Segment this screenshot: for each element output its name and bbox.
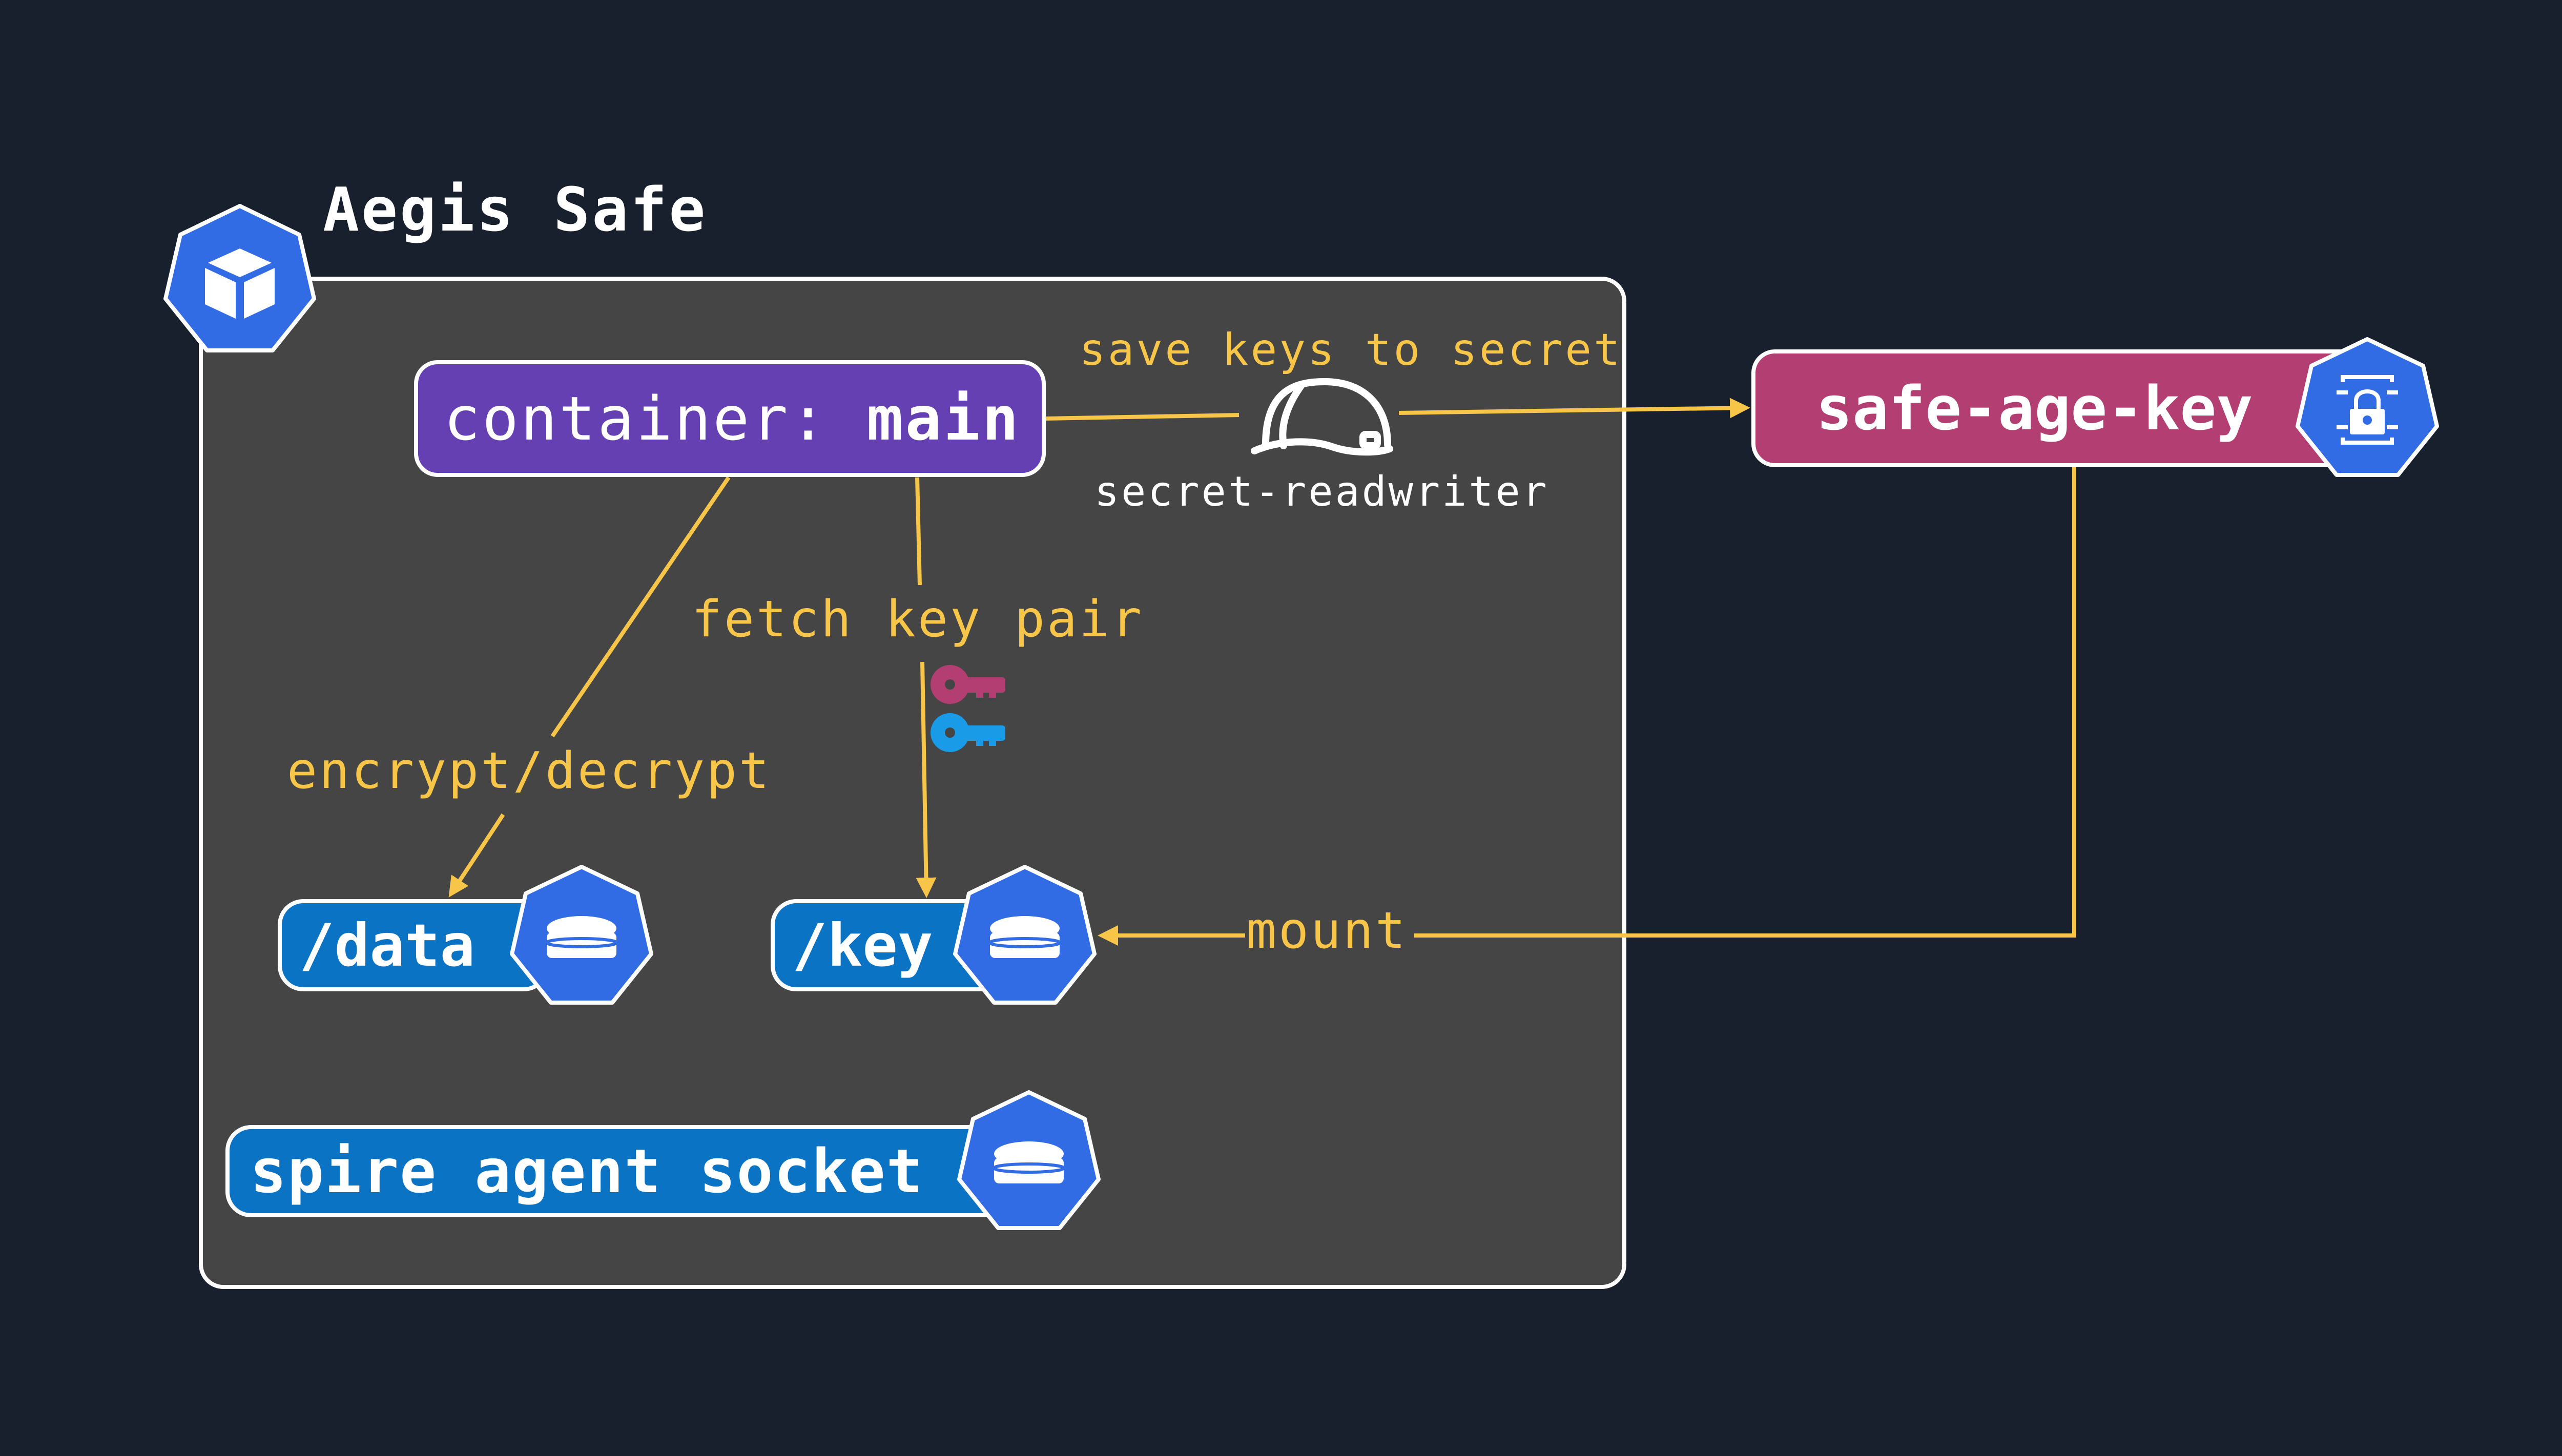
- container-main: container: main: [414, 360, 1046, 477]
- secret-lock-icon: [2296, 337, 2439, 477]
- fetch-key-pair-label: fetch key pair: [692, 590, 1144, 649]
- volume-data-label: /data: [299, 911, 476, 980]
- volume-key-label: /key: [792, 911, 933, 980]
- pod-title: Aegis Safe: [323, 174, 708, 245]
- encrypt-decrypt-label: encrypt/decrypt: [287, 742, 772, 800]
- crypt-arrow-bottom: [448, 813, 505, 898]
- save-keys-label: save keys to secret: [1079, 324, 1622, 376]
- volume-icon: [953, 865, 1097, 1005]
- helmet-icon: [1251, 378, 1393, 456]
- volume-icon: [957, 1090, 1101, 1230]
- volume-spire-agent-socket: spire agent socket: [225, 1125, 1025, 1217]
- mount-label: mount: [1246, 902, 1408, 960]
- save-arrow-right: [1398, 398, 1750, 419]
- fetch-arrow-top: [915, 477, 922, 586]
- fetch-arrow-bottom: [916, 661, 937, 898]
- volume-icon: [510, 865, 653, 1005]
- key-icon: [931, 713, 1005, 752]
- volume-data: /data: [278, 899, 549, 991]
- secret-name: safe-age-key: [1816, 373, 2253, 444]
- cube-icon: [163, 204, 316, 352]
- secret-safe-age-key: safe-age-key: [1751, 349, 2402, 467]
- container-prefix: container:: [444, 383, 867, 454]
- service-account-label: secret-readwriter: [1094, 468, 1549, 515]
- crypt-arrow-top: [550, 476, 731, 738]
- container-name: main: [866, 383, 1021, 454]
- mount-arrow-right: [1414, 467, 2076, 938]
- key-icon: [931, 665, 1005, 704]
- volume-spire-label: spire agent socket: [250, 1136, 924, 1207]
- save-arrow-left: [1045, 413, 1239, 421]
